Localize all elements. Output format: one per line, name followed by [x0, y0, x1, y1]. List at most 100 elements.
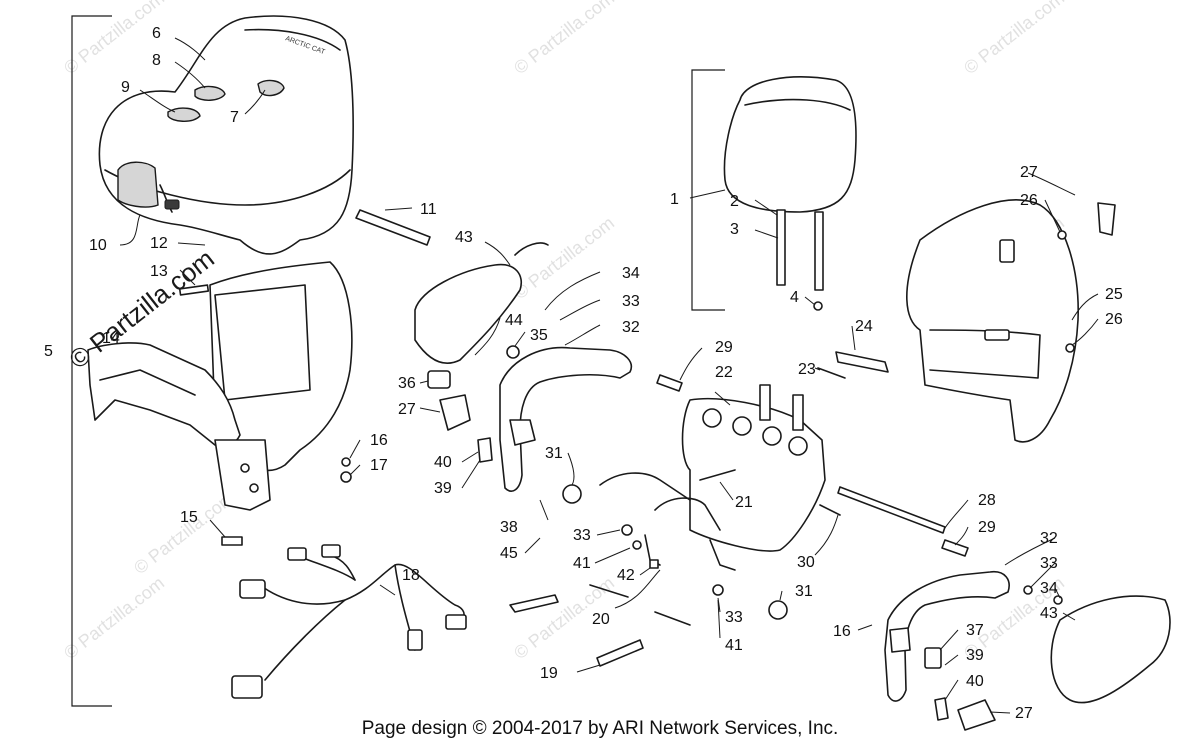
wire-harness [231, 544, 467, 699]
callout-25: 25 [1105, 286, 1123, 303]
callout-30: 30 [797, 554, 815, 571]
watermark: © Partzilla.com [510, 0, 618, 78]
callout-6: 6 [152, 25, 161, 42]
callout-16: 16 [370, 432, 388, 449]
part-29-sleeve [656, 374, 683, 392]
callout-41-b: 41 [725, 637, 743, 654]
callout-38: 38 [500, 519, 518, 536]
left-armrest-cover [414, 263, 522, 365]
callout-5: 5 [44, 343, 53, 360]
part-13 [178, 284, 210, 296]
callout-13: 13 [150, 263, 168, 280]
callout-33: 33 [622, 293, 640, 310]
callout-37: 37 [966, 622, 984, 639]
callout-27-c: 27 [1015, 705, 1033, 722]
callout-20: 20 [592, 611, 610, 628]
callout-11: 11 [420, 201, 437, 218]
callout-2: 2 [730, 193, 739, 210]
callout-26-b: 26 [1105, 311, 1123, 328]
part-27-left [439, 394, 471, 431]
callout-33-c: 33 [1040, 555, 1058, 572]
callout-14: 14 [102, 330, 120, 347]
callout-39: 39 [434, 480, 452, 497]
part-31-right [768, 600, 788, 620]
callout-12: 12 [150, 235, 168, 252]
part-19-latch [596, 639, 644, 667]
bracket-group-1 [691, 69, 725, 311]
callout-9: 9 [121, 79, 130, 96]
part-21 [699, 469, 736, 481]
callout-32: 32 [622, 319, 640, 336]
callout-41: 41 [573, 555, 591, 572]
callout-27: 27 [398, 401, 416, 418]
leader-lines [119, 37, 1099, 714]
part-28-rod [837, 486, 946, 534]
callout-3: 3 [730, 221, 739, 238]
part-19-latch [509, 594, 559, 613]
part-34-right [1053, 595, 1063, 605]
part-4 [813, 301, 823, 311]
callout-35: 35 [530, 327, 548, 344]
part-33 [621, 524, 633, 536]
left-armrest [499, 346, 632, 492]
part-24 [835, 351, 889, 373]
watermark: © Partzilla.com [510, 213, 618, 303]
callout-28: 28 [978, 492, 996, 509]
callout-22: 22 [715, 364, 733, 381]
callout-31-b: 31 [795, 583, 813, 600]
part-41 [632, 540, 642, 550]
callout-16-b: 16 [833, 623, 851, 640]
part-15 [221, 536, 243, 546]
callout-10: 10 [89, 237, 107, 254]
callout-15: 15 [180, 509, 198, 526]
callout-26: 26 [1020, 192, 1038, 209]
callout-40: 40 [434, 454, 452, 471]
backrest-shell [906, 199, 1116, 443]
part-16-left [341, 457, 351, 467]
callout-29: 29 [715, 339, 733, 356]
callout-18: 18 [402, 567, 420, 584]
seat-frame [599, 384, 826, 571]
callout-44: 44 [505, 312, 523, 329]
callout-45: 45 [500, 545, 518, 562]
callout-43: 43 [455, 229, 473, 246]
callout-39-b: 39 [966, 647, 984, 664]
part-23 [817, 367, 846, 379]
part-11 [355, 209, 431, 246]
part-37 [924, 647, 942, 669]
callout-33-b: 33 [573, 527, 591, 544]
callout-17: 17 [370, 457, 388, 474]
seat-base [87, 261, 353, 511]
callout-34: 34 [622, 265, 640, 282]
callout-40-b: 40 [966, 673, 984, 690]
part-31-left [562, 484, 582, 504]
part-33-right [712, 584, 724, 596]
callout-4: 4 [790, 289, 799, 306]
part-27-right [957, 699, 996, 731]
part-35 [506, 345, 520, 359]
callout-24: 24 [855, 318, 873, 335]
right-armrest-cover [1050, 595, 1171, 704]
part-29-sleeve [941, 539, 969, 557]
callout-21: 21 [735, 494, 753, 511]
watermark: © Partzilla.com [960, 0, 1068, 78]
part-20-rod [589, 584, 629, 598]
part-20-rod [654, 611, 691, 626]
part-36 [427, 370, 451, 389]
headrest [723, 76, 857, 311]
seat: ARCTIC CAT [98, 15, 354, 255]
callout-23: 23 [798, 361, 816, 378]
part-40-left [477, 437, 493, 463]
watermark: © Partzilla.com [60, 573, 168, 663]
right-armrest [884, 570, 1010, 702]
callout-42: 42 [617, 567, 635, 584]
part-17 [340, 471, 352, 483]
callout-29-b: 29 [978, 519, 996, 536]
callout-1: 1 [670, 191, 679, 208]
callout-32-b: 32 [1040, 530, 1058, 547]
part-40-right [934, 697, 949, 721]
callout-34-b: 34 [1040, 580, 1058, 597]
callout-7: 7 [230, 109, 239, 126]
callout-19: 19 [540, 665, 558, 682]
